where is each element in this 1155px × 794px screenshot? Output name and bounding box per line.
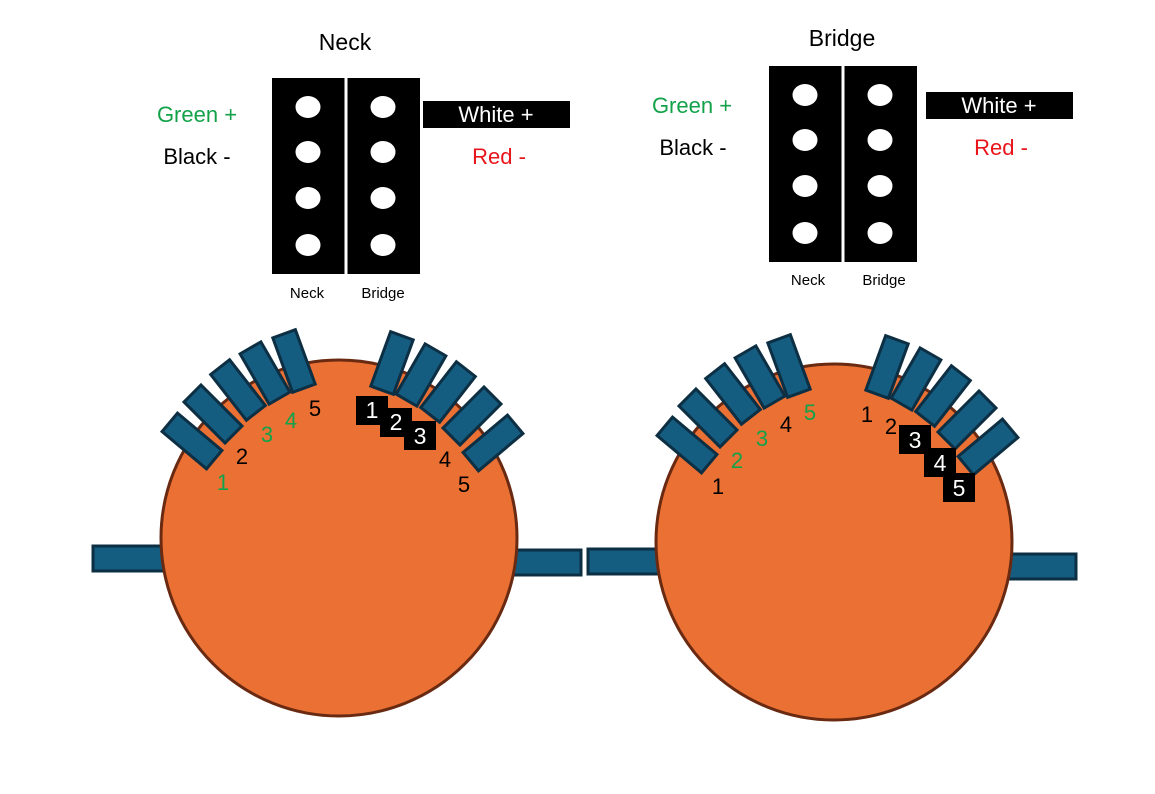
switch-lug xyxy=(159,411,225,471)
coil-label-neck: Neck xyxy=(791,272,826,289)
lug-number: 1 xyxy=(366,397,379,423)
switch-lug xyxy=(368,329,416,397)
pole-piece xyxy=(370,141,396,163)
pole-piece xyxy=(867,84,893,106)
neck-title: Neck xyxy=(319,29,372,55)
pole-piece xyxy=(792,129,818,151)
lug-number: 5 xyxy=(309,396,321,421)
switch-lug xyxy=(654,415,720,475)
lug-number: 1 xyxy=(861,402,873,427)
lug-number: 5 xyxy=(804,400,816,425)
switch-lug xyxy=(394,341,448,409)
pole-pieces xyxy=(792,84,893,244)
switch-lug xyxy=(181,382,245,446)
lug-number: 1 xyxy=(712,474,724,499)
switch-lug xyxy=(418,359,478,425)
pole-piece xyxy=(295,96,321,118)
switch-lug xyxy=(765,332,813,400)
switch-lug xyxy=(955,417,1021,477)
switch-lug xyxy=(676,386,740,450)
switch-lugs-right-group xyxy=(368,329,526,473)
pole-piece xyxy=(295,187,321,209)
lug-number: 2 xyxy=(885,414,897,439)
white-plus-box xyxy=(926,92,1073,119)
lug-number: 4 xyxy=(780,412,792,437)
lug-number: 5 xyxy=(458,472,470,497)
switch-lugs-left-group xyxy=(654,332,813,475)
pole-piece xyxy=(370,187,396,209)
switch-lug xyxy=(440,384,504,448)
pole-piece xyxy=(792,84,818,106)
red-minus-label: Red - xyxy=(472,144,526,169)
neck-diagram: Neck Green + Black - Neck Bridge White +… xyxy=(91,29,583,718)
lug-number: 4 xyxy=(934,450,947,476)
switch-lug xyxy=(863,333,911,401)
black-minus-label: Black - xyxy=(163,144,230,169)
lug-number: 4 xyxy=(285,408,297,433)
pole-piece xyxy=(295,234,321,256)
red-minus-label: Red - xyxy=(974,135,1028,160)
lug-number: 5 xyxy=(953,475,966,501)
pole-piece xyxy=(370,234,396,256)
lug-number: 3 xyxy=(756,426,768,451)
bridge-diagram: Bridge Green + Black - Neck Bridge White… xyxy=(586,25,1078,722)
white-plus-label: White + xyxy=(961,93,1036,118)
lug-number: 1 xyxy=(217,470,229,495)
lug-number-box xyxy=(404,421,436,450)
lug-number-box xyxy=(924,448,956,477)
pole-piece xyxy=(295,141,321,163)
lug-number: 2 xyxy=(731,448,743,473)
coil-label-bridge: Bridge xyxy=(862,272,905,289)
coil-label-bridge: Bridge xyxy=(361,285,404,302)
switch-lug xyxy=(270,327,318,395)
pole-piece xyxy=(867,222,893,244)
lug-number: 2 xyxy=(236,444,248,469)
switch-lug xyxy=(460,413,526,473)
lug-number: 4 xyxy=(439,447,451,472)
pole-piece xyxy=(370,96,396,118)
pole-piece xyxy=(792,175,818,197)
coil-label-neck: Neck xyxy=(290,285,325,302)
switch-lug xyxy=(238,339,292,407)
switch-lugs-left-group xyxy=(159,327,318,471)
bridge-title: Bridge xyxy=(809,25,875,51)
switch-lug xyxy=(733,343,787,411)
lug-number-box xyxy=(943,473,975,502)
switch-lug xyxy=(935,388,999,452)
white-plus-box xyxy=(423,101,570,128)
switch-lug xyxy=(208,357,268,423)
switch-lug xyxy=(913,363,973,429)
pole-piece xyxy=(867,129,893,151)
pole-piece xyxy=(867,175,893,197)
switch-lug xyxy=(889,345,943,413)
pole-piece xyxy=(792,222,818,244)
lug-number: 3 xyxy=(414,423,427,449)
lug-number: 3 xyxy=(909,427,922,453)
lug-number: 3 xyxy=(261,422,273,447)
green-plus-label: Green + xyxy=(157,102,237,127)
pole-pieces xyxy=(295,96,396,256)
green-plus-label: Green + xyxy=(652,93,732,118)
switch-lug xyxy=(703,361,763,427)
black-minus-label: Black - xyxy=(659,135,726,160)
lug-number: 2 xyxy=(390,409,403,435)
switch-lugs-right-group xyxy=(863,333,1021,477)
white-plus-label: White + xyxy=(458,102,533,127)
